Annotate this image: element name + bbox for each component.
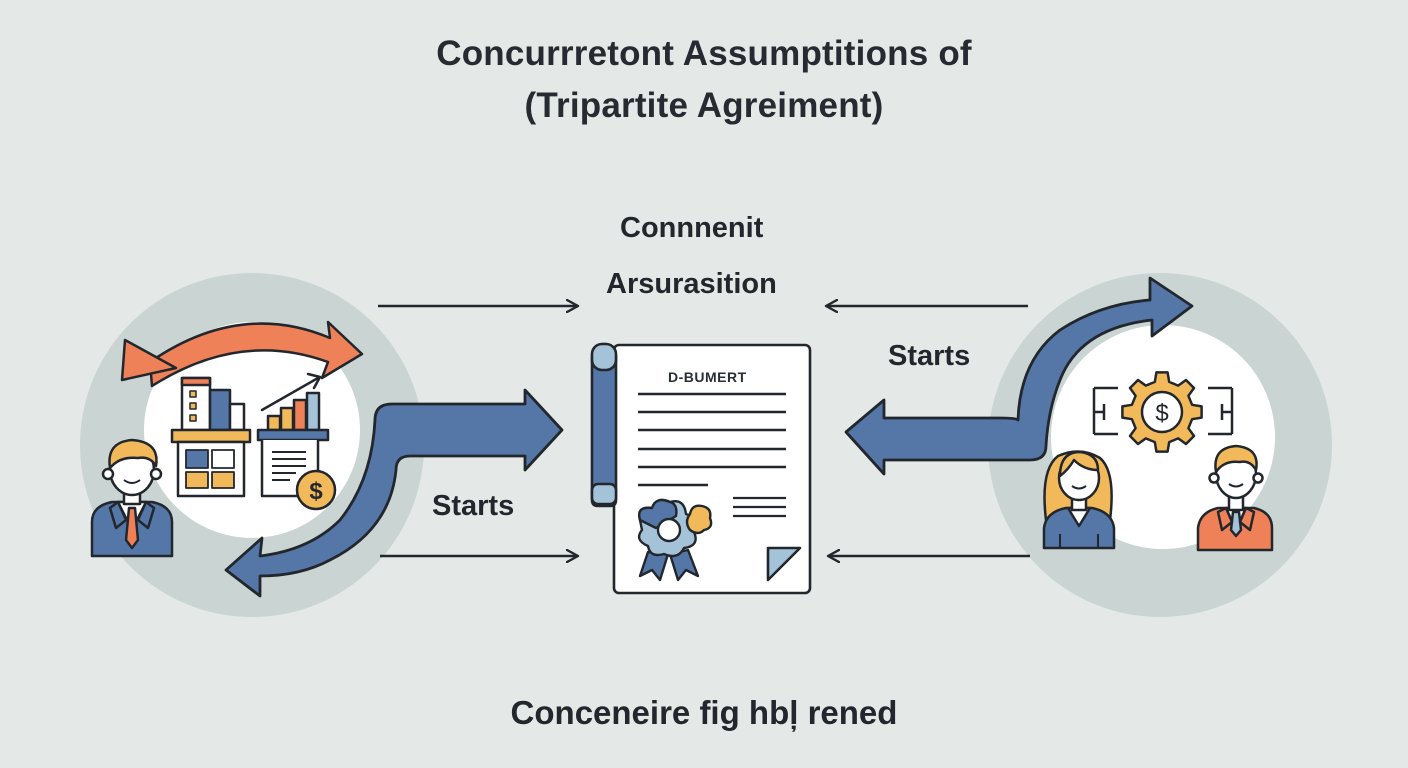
document-title: D-BUMERT bbox=[668, 369, 747, 385]
left-party-node: $ bbox=[80, 273, 424, 617]
bracket-icon-left bbox=[1092, 386, 1118, 436]
center-label-bottom: Arsurasition bbox=[606, 268, 777, 300]
right-party-node: $ bbox=[988, 273, 1332, 617]
diagram-footer: Conceneire fig hbl̦ rened bbox=[510, 694, 898, 731]
office-building-icon bbox=[170, 376, 252, 498]
seal-ribbon-icon bbox=[637, 498, 713, 582]
dollar-coin-icon: $ bbox=[295, 469, 337, 511]
bracket-icon-right bbox=[1208, 386, 1234, 436]
man-avatar bbox=[1196, 444, 1274, 552]
svg-text:$: $ bbox=[1155, 400, 1168, 427]
diagram-title-line-2: (Tripartite Agreiment) bbox=[524, 86, 884, 125]
left-thick-arrow-to-document bbox=[224, 388, 564, 598]
right-flow-label: Starts bbox=[888, 340, 971, 372]
orange-cycle-arrow-icon bbox=[120, 320, 364, 388]
svg-text:$: $ bbox=[309, 478, 323, 505]
left-flow-label: Starts bbox=[432, 490, 515, 522]
center-label-top: Connnenit bbox=[620, 212, 764, 244]
businessman-avatar bbox=[90, 438, 174, 558]
right-thick-arrow-to-document bbox=[844, 276, 1194, 476]
diagram-title-line-1: Concurrretont Assumptitions of bbox=[436, 34, 972, 73]
dollar-gear-icon: $ bbox=[1121, 371, 1203, 453]
woman-avatar bbox=[1042, 450, 1116, 550]
